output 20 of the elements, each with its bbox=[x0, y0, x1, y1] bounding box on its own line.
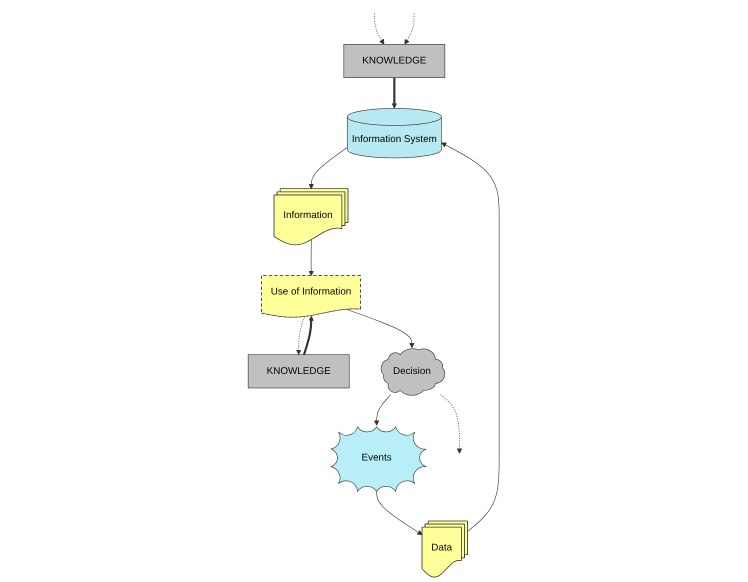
document-shape: Use of Information bbox=[262, 275, 362, 318]
dashed-arrow bbox=[440, 394, 463, 454]
knowledge-band: KNOWLEDGE bbox=[248, 354, 350, 388]
dashed-arrow bbox=[404, 13, 415, 45]
knowledge-band: KNOWLEDGE bbox=[344, 44, 446, 78]
arrow bbox=[347, 309, 415, 348]
block-arrow bbox=[303, 316, 314, 356]
decision-cloud: Decision bbox=[381, 348, 446, 396]
dashed-arrow bbox=[296, 316, 306, 355]
arrow bbox=[308, 147, 348, 190]
arrow bbox=[308, 240, 314, 276]
document-stack: Data bbox=[422, 520, 468, 578]
arrow bbox=[442, 142, 500, 532]
database-cylinder: Information System bbox=[347, 108, 442, 158]
dashed-arrow bbox=[374, 13, 385, 45]
event-burst: Events bbox=[330, 426, 427, 492]
arrow bbox=[376, 490, 423, 536]
block-arrow bbox=[392, 78, 398, 109]
document-stack: Information bbox=[274, 188, 349, 246]
arrow bbox=[374, 394, 392, 426]
